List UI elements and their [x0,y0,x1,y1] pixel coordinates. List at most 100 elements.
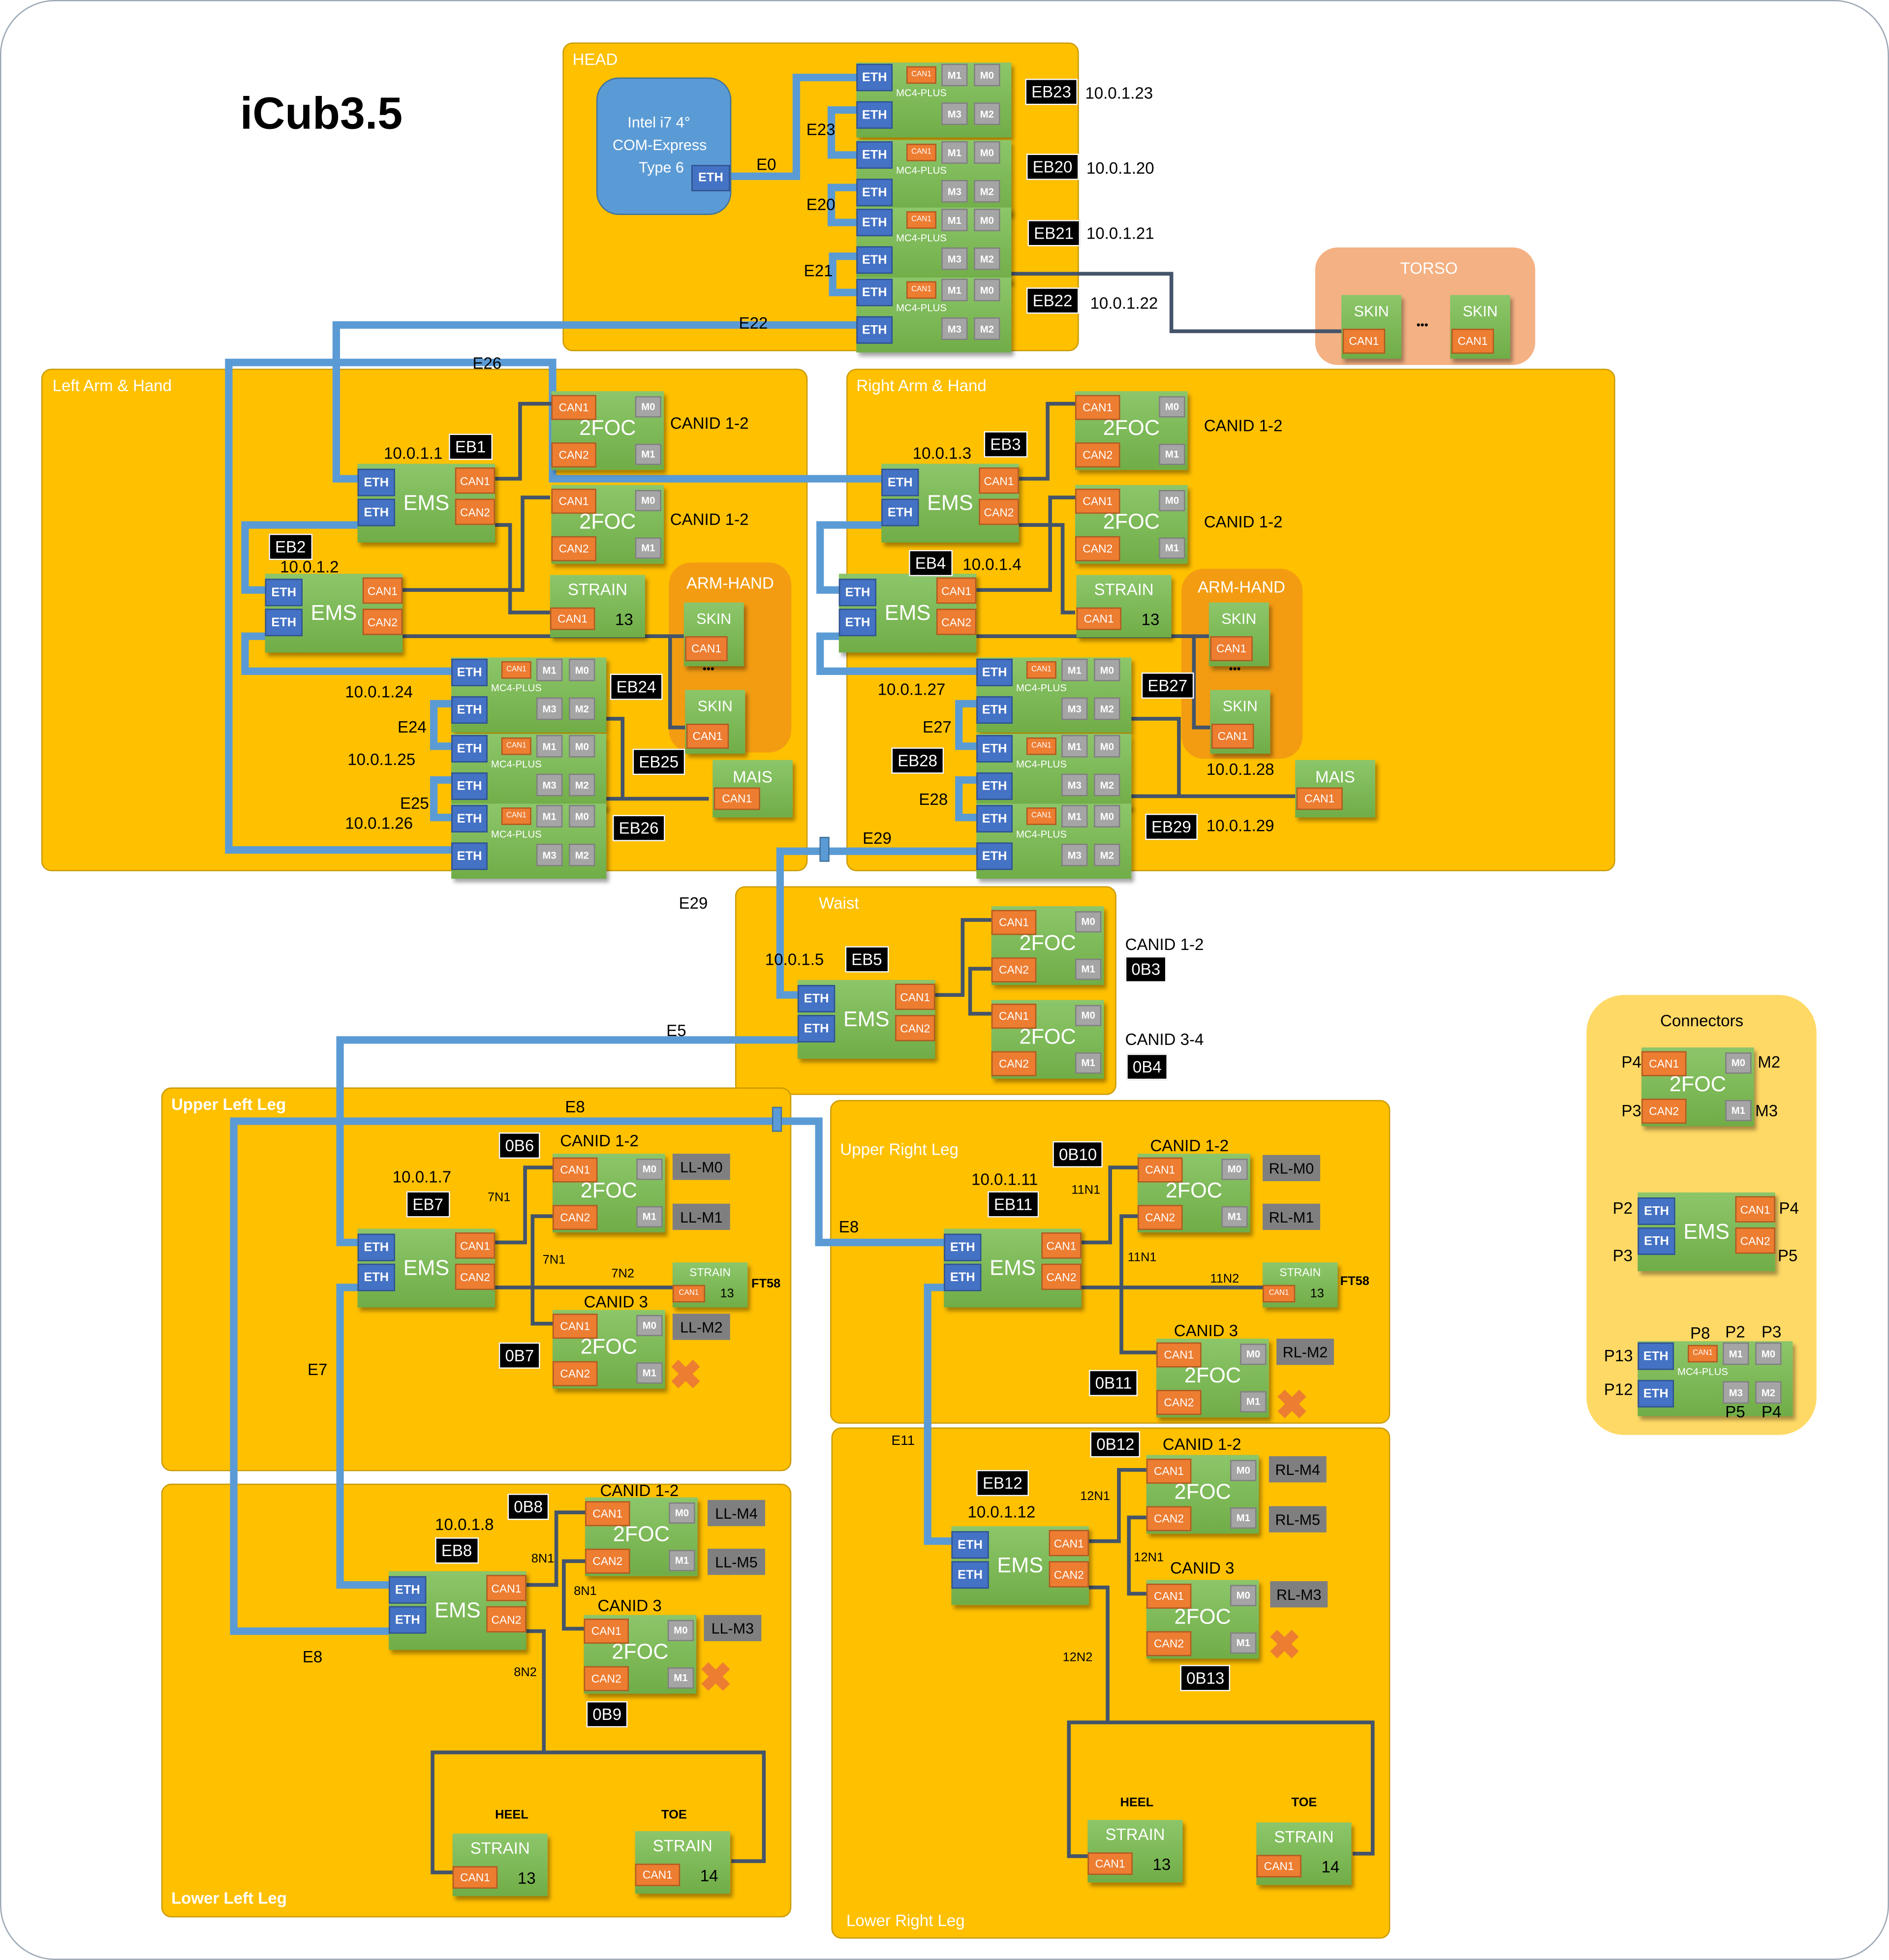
mc4-plus-label: MC4-PLUS [1016,759,1067,770]
conn-mc4-eth2: P12 [1604,1379,1633,1399]
canid-ra-2: CANID 1-2 [1204,512,1283,531]
link-E25: E25 [400,794,429,813]
region-left-arm-label: Left Arm & Hand [52,376,172,395]
m1-port: M1 [636,1206,663,1227]
can1-port: CAN1 [991,1004,1037,1029]
eth1-port: ETH [1638,1197,1675,1225]
eth2-port: ETH [944,1263,982,1291]
can1-port: CAN1 [685,636,728,662]
tag-eb23: EB23 [1025,79,1078,105]
eth-port: ETH [976,696,1013,724]
mais-label: MAIS [1315,767,1355,787]
can1-port: CAN1 [1041,1232,1082,1259]
can1-port: CAN1 [1087,1852,1133,1875]
can2-port: CAN2 [552,1361,598,1386]
eth1-port: ETH [881,468,919,496]
eth1-port: ETH [357,1233,395,1261]
unused-cross-icon: ✖ [669,1352,703,1398]
m1-port: M1 [536,805,563,827]
ip-eb26: 10.0.1.26 [345,813,413,833]
m1-port: M1 [635,443,662,465]
tag-eb7: EB7 [406,1191,450,1218]
tag-0b6: 0B6 [498,1132,540,1159]
tag-eb8: EB8 [435,1537,479,1564]
m1-port: M1 [1061,658,1088,681]
eth2-port: ETH [797,1015,836,1042]
eth1-port: ETH [797,985,836,1012]
conn-foc-m0: M2 [1758,1052,1781,1072]
can1-port: CAN1 [906,66,936,84]
canid-waist-1: CANID 1-2 [1125,935,1204,954]
2foc-label: 2FOC [613,1522,670,1546]
can2-port: CAN2 [1146,1631,1192,1656]
link-E23: E23 [806,120,836,139]
tag-0b10: 0B10 [1053,1141,1103,1168]
can1-port: CAN1 [1049,1530,1089,1557]
can1-port: CAN1 [1296,787,1343,810]
eth1-port: ETH [357,468,395,496]
can1-port: CAN1 [1138,1157,1183,1183]
skin-label: SKIN [1221,610,1257,628]
motor-ll-m1: LL-M1 [672,1203,730,1230]
can2-port: CAN2 [979,498,1019,525]
ems-label: EMS [990,1256,1036,1280]
m2-port: M2 [1094,843,1120,866]
m1-port: M1 [1159,537,1185,559]
link-E29-a: E29 [863,828,892,848]
region-upper-right-leg-label: Upper Right Leg [840,1140,959,1159]
tag-eb26: EB26 [612,815,665,841]
link-7N2: 7N2 [611,1267,635,1282]
region-connectors-label: Connectors [1660,1011,1743,1030]
m3-port: M3 [536,773,563,796]
m1-port: M1 [941,278,968,302]
region-waist-label: Waist [819,893,859,913]
heel-label-left: HEEL [495,1808,528,1823]
can2-port: CAN2 [486,1606,526,1633]
tag-eb11: EB11 [988,1191,1039,1218]
m1-port: M1 [941,141,968,164]
conn-mc4-m2: P4 [1761,1402,1782,1421]
can1-port: CAN1 [584,1619,629,1644]
ems-label: EMS [434,1598,481,1623]
m0-port: M0 [1094,805,1120,827]
m3-port: M3 [1061,773,1088,796]
ip-eb4: 10.0.1.4 [962,555,1022,574]
strain-id: 13 [615,610,633,629]
can2-port: CAN2 [1041,1263,1082,1290]
m1-port: M1 [635,537,662,559]
eth-port: ETH [451,805,488,833]
conn-foc-can1: P4 [1621,1052,1641,1072]
link-12N1-b: 12N1 [1134,1551,1164,1565]
m2-port: M2 [569,843,595,866]
canid-url-1: CANID 1-2 [1150,1136,1229,1155]
2foc-label: 2FOC [1019,931,1076,955]
m1-port: M1 [636,1362,663,1384]
mc4-plus-label: MC4-PLUS [896,302,947,314]
ip-eb21: 10.0.1.21 [1086,223,1154,243]
can1-port: CAN1 [486,1575,526,1601]
eth-port: ETH [976,772,1013,800]
region-lower-left-leg-label: Lower Left Leg [171,1888,287,1908]
motor-ll-m4: LL-M4 [708,1500,765,1527]
skin-label: SKIN [1462,302,1498,320]
ip-eb22: 10.0.1.22 [1090,294,1158,313]
strain-label: STRAIN [1094,580,1154,599]
eth-port: ETH [976,805,1013,833]
eth-port: ETH [451,658,488,686]
can2-port: CAN2 [584,1666,629,1691]
m1-port: M1 [667,1667,694,1689]
can1-port: CAN1 [455,1232,495,1259]
can1-port: CAN1 [452,1866,498,1889]
eth-port: ETH [856,316,893,344]
link-E22: E22 [739,313,768,333]
can2-port: CAN2 [1075,536,1120,561]
m1-port: M1 [1061,805,1088,827]
conn-ems-can1: P4 [1779,1198,1799,1218]
motor-rl-m2: RL-M2 [1276,1339,1334,1365]
cpu-com-express [596,77,732,215]
ellipsis-icon: ••• [702,662,714,675]
2foc-label: 2FOC [1669,1072,1726,1097]
2foc-label: 2FOC [579,510,636,534]
can2-port: CAN2 [585,1548,630,1574]
mc4-plus-label: MC4-PLUS [1016,682,1067,694]
